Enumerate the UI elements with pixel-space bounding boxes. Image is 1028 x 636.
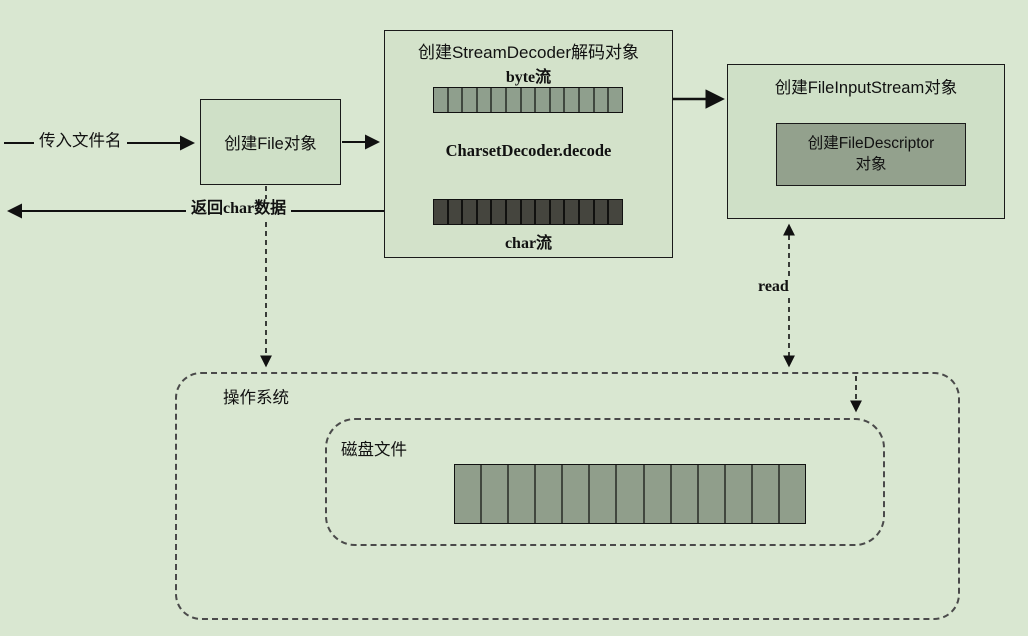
bar-segment (563, 88, 578, 112)
pass-filename-label: 传入文件名 (34, 131, 127, 151)
bar-segment (548, 200, 564, 224)
bar-segment (475, 88, 491, 112)
char-stream-label: char流 (504, 235, 553, 252)
bar-segment (592, 200, 608, 224)
bar-segment (519, 200, 535, 224)
file-input-stream-box: 创建FileInputStream对象 创建FileDescriptor 对象 (727, 64, 1005, 219)
bar-segment (548, 88, 564, 112)
disk-file-bar (454, 464, 806, 524)
bar-segment (446, 200, 462, 224)
bar-segment (777, 465, 805, 523)
file-descriptor-label-line1: 创建FileDescriptor (807, 135, 935, 153)
file-descriptor-box: 创建FileDescriptor 对象 (776, 123, 966, 186)
bar-segment (534, 88, 549, 112)
bar-segment (519, 88, 535, 112)
bar-segment (446, 88, 462, 112)
bar-segment (505, 88, 520, 112)
bar-segment (505, 200, 520, 224)
bar-segment (607, 88, 622, 112)
return-char-data-label: 返回char数据 (186, 199, 292, 219)
bar-segment (561, 465, 588, 523)
file-input-stream-title: 创建FileInputStream对象 (774, 79, 958, 97)
bar-segment (592, 88, 608, 112)
bar-segment (534, 465, 561, 523)
byte-stream-label: byte流 (505, 69, 552, 86)
bar-segment (578, 200, 593, 224)
charset-decoder-decode-label: CharsetDecoder.decode (445, 141, 612, 160)
bar-segment (480, 465, 507, 523)
create-file-box: 创建File对象 (200, 99, 341, 185)
operating-system-label: 操作系统 (223, 389, 289, 407)
stream-decoder-box: 创建StreamDecoder解码对象 byte流 CharsetDecoder… (384, 30, 673, 258)
bar-segment (455, 465, 480, 523)
char-stream-bar (433, 199, 623, 225)
byte-stream-bar (433, 87, 623, 113)
bar-segment (461, 88, 476, 112)
bar-segment (642, 465, 670, 523)
bar-segment (490, 88, 505, 112)
read-label: read (753, 277, 794, 297)
bar-segment (434, 200, 447, 224)
operating-system-box: 操作系统 (175, 372, 960, 620)
bar-segment (475, 200, 491, 224)
bar-segment (669, 465, 697, 523)
stream-decoder-title: 创建StreamDecoder解码对象 (417, 43, 640, 62)
bar-segment (534, 200, 549, 224)
bar-segment (723, 465, 751, 523)
bar-segment (578, 88, 593, 112)
bar-segment (607, 200, 622, 224)
bar-segment (434, 88, 447, 112)
disk-file-box: 磁盘文件 (325, 418, 885, 546)
bar-segment (696, 465, 724, 523)
file-descriptor-label-line2: 对象 (855, 155, 887, 173)
bar-segment (588, 465, 615, 523)
bar-segment (490, 200, 505, 224)
create-file-label: 创建File对象 (224, 135, 317, 153)
bar-segment (563, 200, 578, 224)
bar-segment (461, 200, 476, 224)
bar-segment (507, 465, 534, 523)
disk-file-label: 磁盘文件 (341, 441, 407, 459)
bar-segment (750, 465, 778, 523)
bar-segment (615, 465, 642, 523)
